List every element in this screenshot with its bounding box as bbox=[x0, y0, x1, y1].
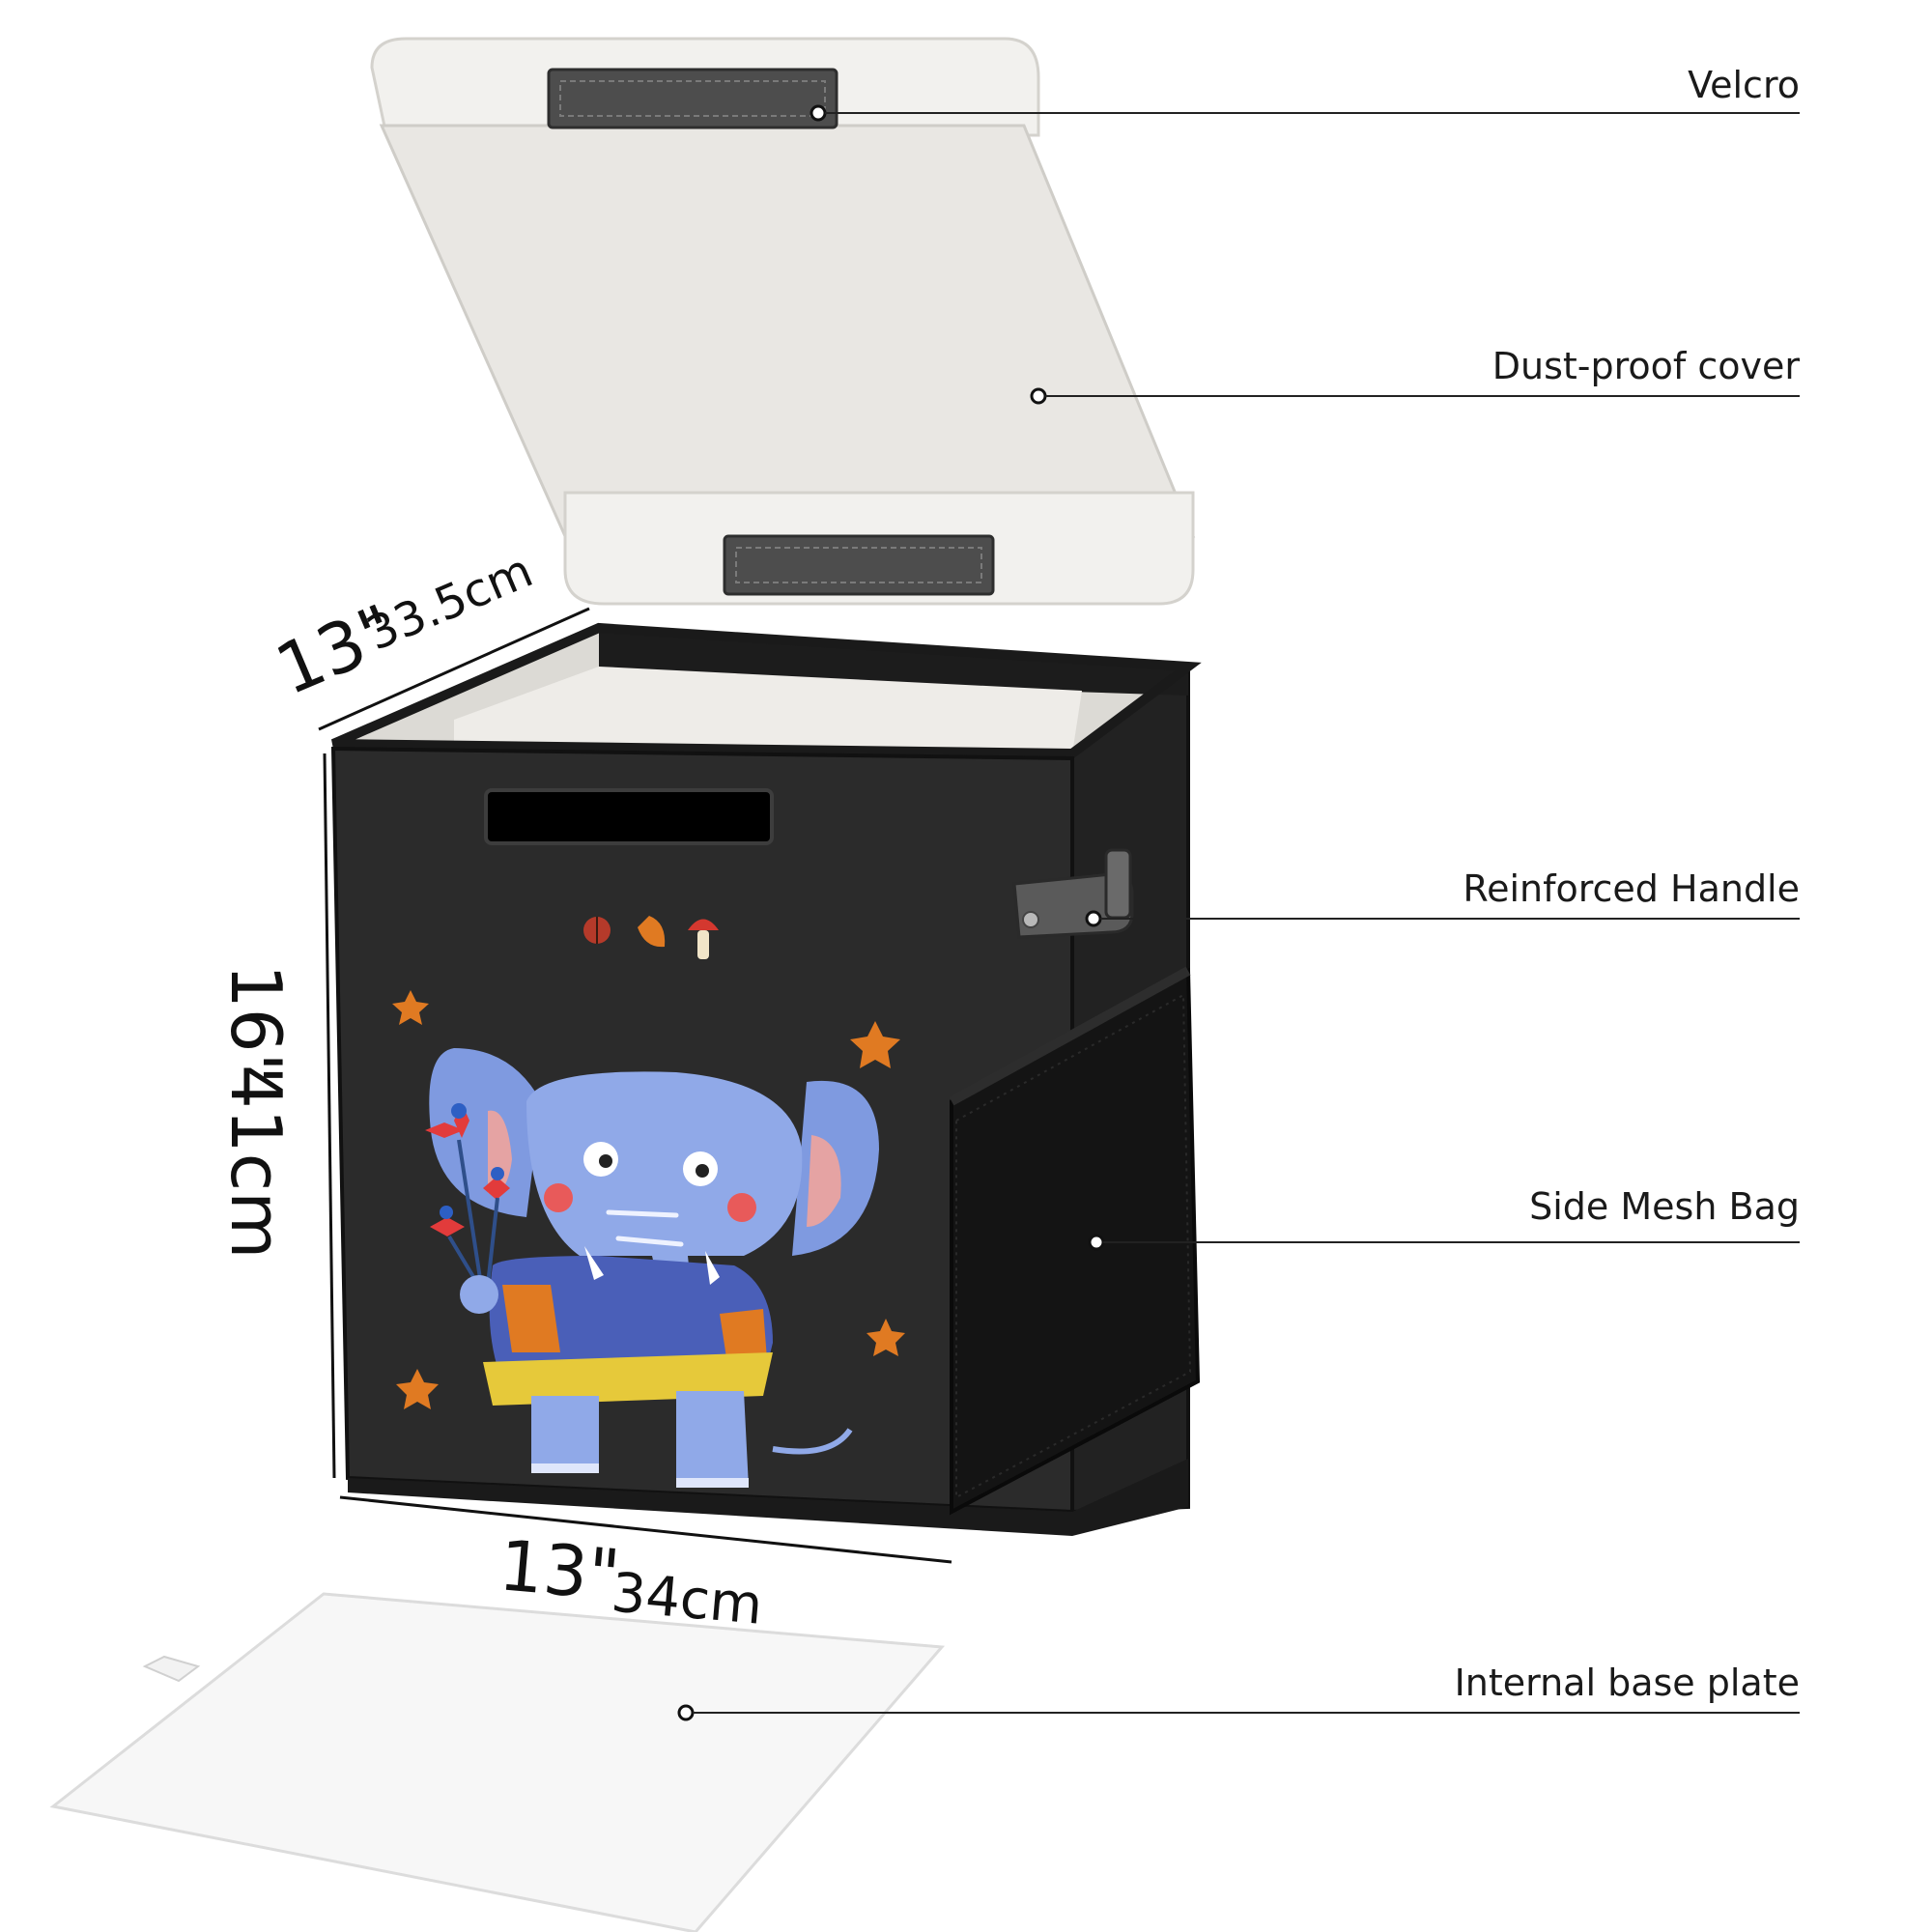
dust-proof-cover-label: Dust-proof cover bbox=[1492, 345, 1801, 387]
side-mesh-bag bbox=[949, 966, 1201, 1516]
depth-dimension-line bbox=[318, 607, 590, 731]
height-cm-label: 41cm bbox=[215, 1065, 297, 1259]
front-handle-opening bbox=[484, 788, 774, 845]
callout-dot bbox=[677, 1704, 695, 1721]
width-inch-label: 13" bbox=[497, 1524, 624, 1616]
mushroom-icon bbox=[688, 919, 719, 959]
star-icon bbox=[392, 990, 905, 1409]
callout-handle: Reinforced Handle bbox=[1085, 867, 1800, 927]
dimension-lines bbox=[318, 607, 952, 1564]
ladybug-icon bbox=[583, 917, 611, 944]
callout-dot bbox=[1085, 910, 1102, 927]
velcro-label: Velcro bbox=[1688, 64, 1800, 106]
width-cm-label: 34cm bbox=[609, 1561, 765, 1636]
dust-proof-cover bbox=[370, 37, 1196, 606]
callout-dust-cover: Dust-proof cover bbox=[1030, 345, 1801, 405]
internal-base-plate bbox=[49, 1592, 946, 1932]
velcro-strip-top bbox=[547, 68, 838, 129]
height-dimension-line bbox=[323, 753, 336, 1479]
callout-mesh-bag: Side Mesh Bag bbox=[1088, 1185, 1800, 1251]
callout-dot bbox=[1030, 387, 1047, 405]
height-inch-label: 16" bbox=[215, 964, 297, 1085]
callout-dot bbox=[810, 104, 827, 122]
internal-base-plate-label: Internal base plate bbox=[1455, 1662, 1800, 1704]
callout-velcro: Velcro bbox=[810, 64, 1800, 122]
reinforced-handle-label: Reinforced Handle bbox=[1463, 867, 1800, 910]
velcro-strip-bottom bbox=[723, 534, 995, 596]
elephant-illustration bbox=[425, 1048, 879, 1488]
callout-base-plate: Internal base plate bbox=[677, 1662, 1800, 1721]
side-mesh-bag-label: Side Mesh Bag bbox=[1529, 1185, 1800, 1228]
storage-box bbox=[330, 622, 1202, 1536]
callout-dot bbox=[1088, 1234, 1105, 1251]
leaf-icon bbox=[638, 916, 666, 948]
width-dimension-line bbox=[339, 1495, 952, 1564]
reinforced-handle bbox=[1012, 848, 1134, 939]
